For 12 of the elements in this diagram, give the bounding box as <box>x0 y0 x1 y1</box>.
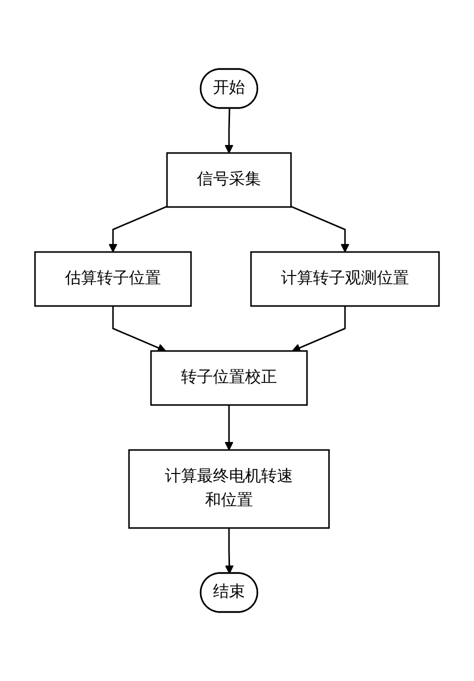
arrow <box>290 206 350 252</box>
node-box: 转子位置校正 <box>150 350 308 406</box>
arrow <box>292 306 346 352</box>
arrow <box>224 108 234 154</box>
arrow <box>224 528 234 574</box>
arrow <box>108 206 168 252</box>
node-box: 计算转子观测位置 <box>250 251 440 307</box>
node-box: 估算转子位置 <box>34 251 192 307</box>
arrow <box>112 306 166 352</box>
node-box: 信号采集 <box>166 152 292 208</box>
node-box: 计算最终电机转速和位置 <box>128 449 330 529</box>
arrow <box>224 405 234 450</box>
